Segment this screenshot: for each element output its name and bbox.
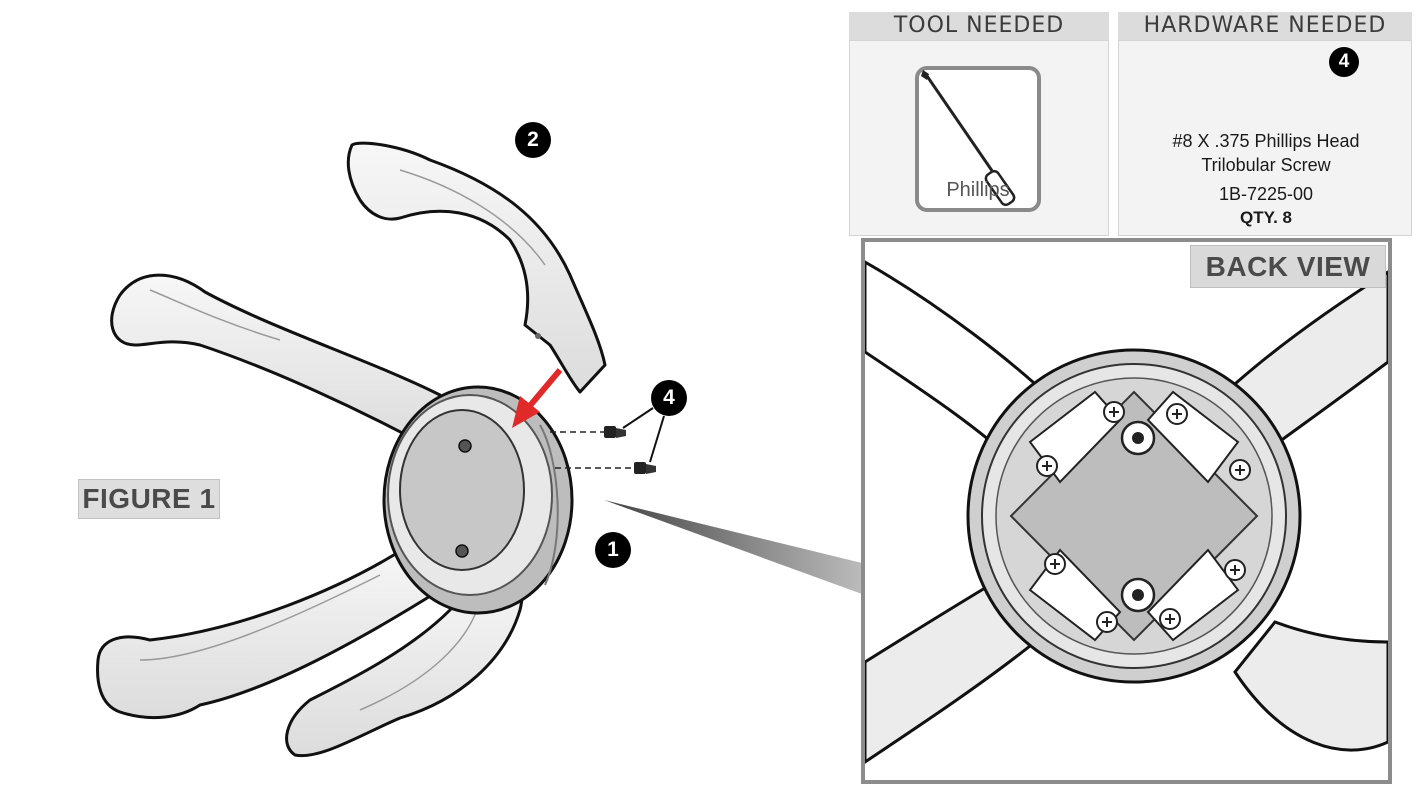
base-leg-upper-left (110, 273, 442, 447)
screw-icon (604, 426, 656, 474)
assembly-arrow (512, 368, 563, 428)
callout-part-4: 4 (651, 380, 687, 416)
detail-pointer (604, 500, 862, 594)
screw-leader-lines (550, 407, 665, 469)
tool-needed-header: TOOL NEEDED (849, 12, 1109, 40)
hardware-description-line2: Trilobular Screw (1201, 155, 1331, 175)
callout-part-1: 1 (595, 532, 631, 568)
back-view-detail (861, 238, 1392, 784)
hardware-callout-badge: 4 (1329, 47, 1359, 77)
hardware-needed-header: HARDWARE NEEDED (1118, 12, 1412, 40)
base-leg-part-2 (346, 141, 607, 394)
callout-part-2: 2 (515, 122, 551, 158)
hardware-needed-panel (1118, 40, 1412, 236)
hub-assembly (382, 385, 574, 615)
tool-label: Phillips (946, 179, 1010, 201)
figure-label: FIGURE 1 (78, 479, 220, 519)
base-leg-lower-left (96, 543, 442, 720)
hardware-part-number: 1B-7225-00 (1218, 184, 1314, 204)
hardware-description-line1: #8 X .375 Phillips Head (1172, 131, 1360, 151)
hardware-quantity: QTY. 8 (1240, 208, 1292, 227)
back-view-label: BACK VIEW (1190, 245, 1386, 288)
phillips-screwdriver-icon: Phillips (915, 66, 1041, 212)
